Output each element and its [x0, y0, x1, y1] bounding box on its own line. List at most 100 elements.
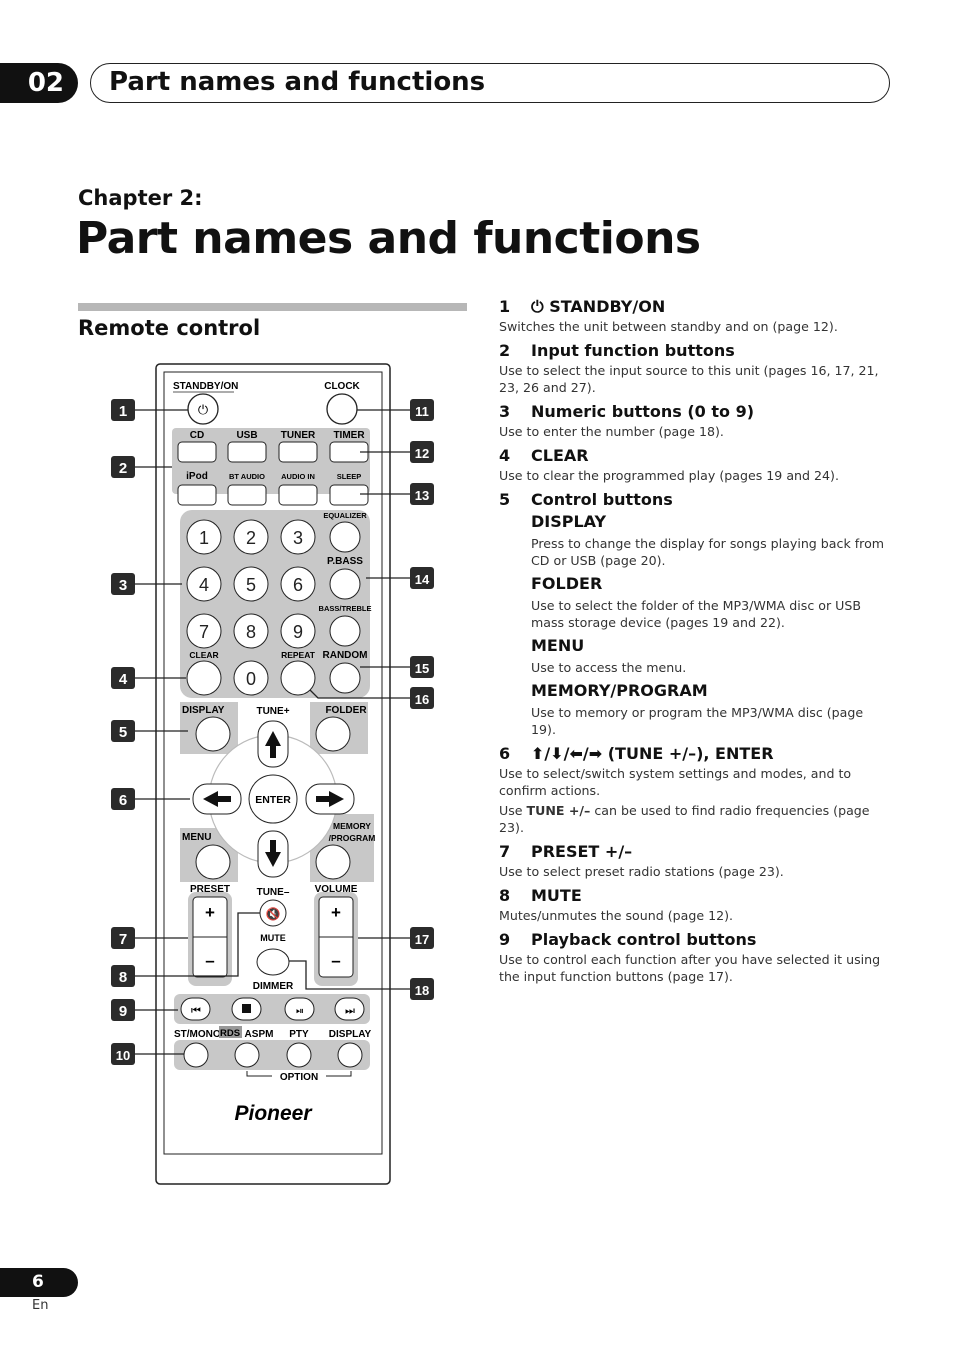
- random-label: RANDOM: [323, 650, 368, 661]
- timer-label: TIMER: [333, 430, 365, 441]
- equalizer-label: EQUALIZER: [323, 511, 367, 520]
- digit-9-button[interactable]: [280, 613, 316, 649]
- previous-button[interactable]: [180, 997, 211, 1021]
- volume-label: VOLUME: [315, 884, 358, 895]
- preset-plus: +: [205, 903, 215, 922]
- enter-button[interactable]: [248, 774, 298, 824]
- menu-button[interactable]: [195, 844, 231, 880]
- memory-program-button[interactable]: [315, 844, 351, 880]
- chapter-label: Chapter 2:: [78, 186, 203, 210]
- option-label: OPTION: [280, 1072, 318, 1083]
- audio-in-label: AUDIO IN: [281, 472, 315, 481]
- callout-14: 14: [415, 572, 430, 587]
- item-title: Numeric buttons (0 to 9): [531, 402, 755, 421]
- speaker-mute-icon: 🔇: [266, 907, 281, 921]
- digit-4-button[interactable]: [186, 566, 222, 602]
- callout-7: 7: [119, 931, 127, 948]
- digit-3: 3: [293, 528, 303, 548]
- bt-audio-button[interactable]: [227, 484, 267, 506]
- tune-plus-label: TUNE+: [256, 706, 289, 717]
- item-number: 8: [499, 886, 511, 905]
- digit-0-button[interactable]: [233, 660, 269, 696]
- clear-button[interactable]: [186, 660, 222, 696]
- dimmer-button[interactable]: [256, 948, 290, 976]
- language-code: En: [32, 1298, 49, 1313]
- repeat-button[interactable]: [280, 660, 316, 696]
- item-title: MUTE: [531, 886, 582, 905]
- subitem-body: Use to select the folder of the MP3/WMA …: [531, 598, 862, 630]
- body-text: can be used to find radio frequencies (p…: [499, 803, 870, 835]
- audio-in-button[interactable]: [278, 484, 318, 506]
- equalizer-button[interactable]: [329, 521, 361, 553]
- subitem-title: MEMORY/PROGRAM: [531, 681, 708, 700]
- digit-1: 1: [199, 528, 209, 548]
- item-number: 6: [499, 744, 511, 763]
- callout-6: 6: [119, 792, 127, 809]
- display2-label: DISPLAY: [329, 1029, 372, 1040]
- play-pause-button[interactable]: [284, 997, 315, 1021]
- folder-label: FOLDER: [325, 705, 367, 716]
- arrow-right-icon: [316, 791, 344, 807]
- volume-minus: –: [331, 951, 340, 970]
- display-button[interactable]: [195, 716, 231, 752]
- item-body: Mutes/unmutes the sound (page 12).: [499, 908, 734, 923]
- bass-treble-label: BASS/TREBLE: [319, 604, 372, 613]
- running-title: Part names and functions: [90, 63, 890, 103]
- folder-button[interactable]: [315, 716, 351, 752]
- digit-3-button[interactable]: [280, 519, 316, 555]
- item-title: Control buttons: [531, 490, 673, 509]
- item-title: Input function buttons: [531, 341, 735, 360]
- preset-minus: –: [205, 951, 214, 970]
- clock-label: CLOCK: [324, 381, 360, 392]
- digit-8-button[interactable]: [233, 613, 269, 649]
- item-number: 1: [499, 297, 511, 316]
- digit-1-button[interactable]: [186, 519, 222, 555]
- item-body: Use to clear the programmed play (pages …: [499, 468, 839, 483]
- display2-button[interactable]: [337, 1042, 363, 1068]
- usb-button[interactable]: [227, 441, 267, 463]
- program-label: /PROGRAM: [329, 833, 376, 843]
- digit-6-button[interactable]: [280, 566, 316, 602]
- callout-13: 13: [415, 488, 429, 503]
- aspm-button[interactable]: [234, 1042, 260, 1068]
- next-button[interactable]: [334, 997, 365, 1021]
- bass-treble-button[interactable]: [329, 615, 361, 647]
- st-mono-button[interactable]: [183, 1042, 209, 1068]
- power-icon: ⏻: [198, 402, 208, 417]
- item-body: Use to select preset radio stations (pag…: [499, 864, 784, 879]
- cd-label: CD: [190, 430, 204, 441]
- tune-minus-label: TUNE–: [257, 887, 290, 898]
- sleep-label: SLEEP: [337, 472, 362, 481]
- digit-7-button[interactable]: [186, 613, 222, 649]
- callout-1: 1: [119, 403, 127, 420]
- digit-5-button[interactable]: [233, 566, 269, 602]
- callout-18: 18: [415, 983, 429, 998]
- digit-2-button[interactable]: [233, 519, 269, 555]
- standby-button[interactable]: [187, 393, 219, 425]
- callout-12: 12: [415, 446, 429, 461]
- arrow-left-icon: [203, 791, 231, 807]
- item-title: ⏻ STANDBY/ON: [531, 297, 666, 316]
- random-button[interactable]: [329, 662, 361, 694]
- sleep-button[interactable]: [329, 484, 369, 506]
- subitem-body: Press to change the display for songs pl…: [531, 536, 885, 568]
- item-title: PRESET +/–: [531, 842, 633, 861]
- cd-button[interactable]: [177, 441, 217, 463]
- display-label: DISPLAY: [182, 705, 225, 716]
- pty-label: PTY: [289, 1029, 309, 1040]
- ipod-button[interactable]: [177, 484, 217, 506]
- digit-4: 4: [199, 575, 209, 595]
- pbass-button[interactable]: [329, 568, 361, 600]
- pty-button[interactable]: [286, 1042, 312, 1068]
- subitem-body: Use to memory or program the MP3/WMA dis…: [531, 705, 864, 737]
- item-body: Switches the unit between standby and on…: [499, 319, 838, 334]
- callout-16: 16: [415, 692, 429, 707]
- item-title: CLEAR: [531, 446, 589, 465]
- clock-button[interactable]: [326, 393, 358, 425]
- tuner-button[interactable]: [278, 441, 318, 463]
- callout-11: 11: [415, 404, 429, 419]
- item-body: Use to select/switch system settings and…: [499, 766, 852, 798]
